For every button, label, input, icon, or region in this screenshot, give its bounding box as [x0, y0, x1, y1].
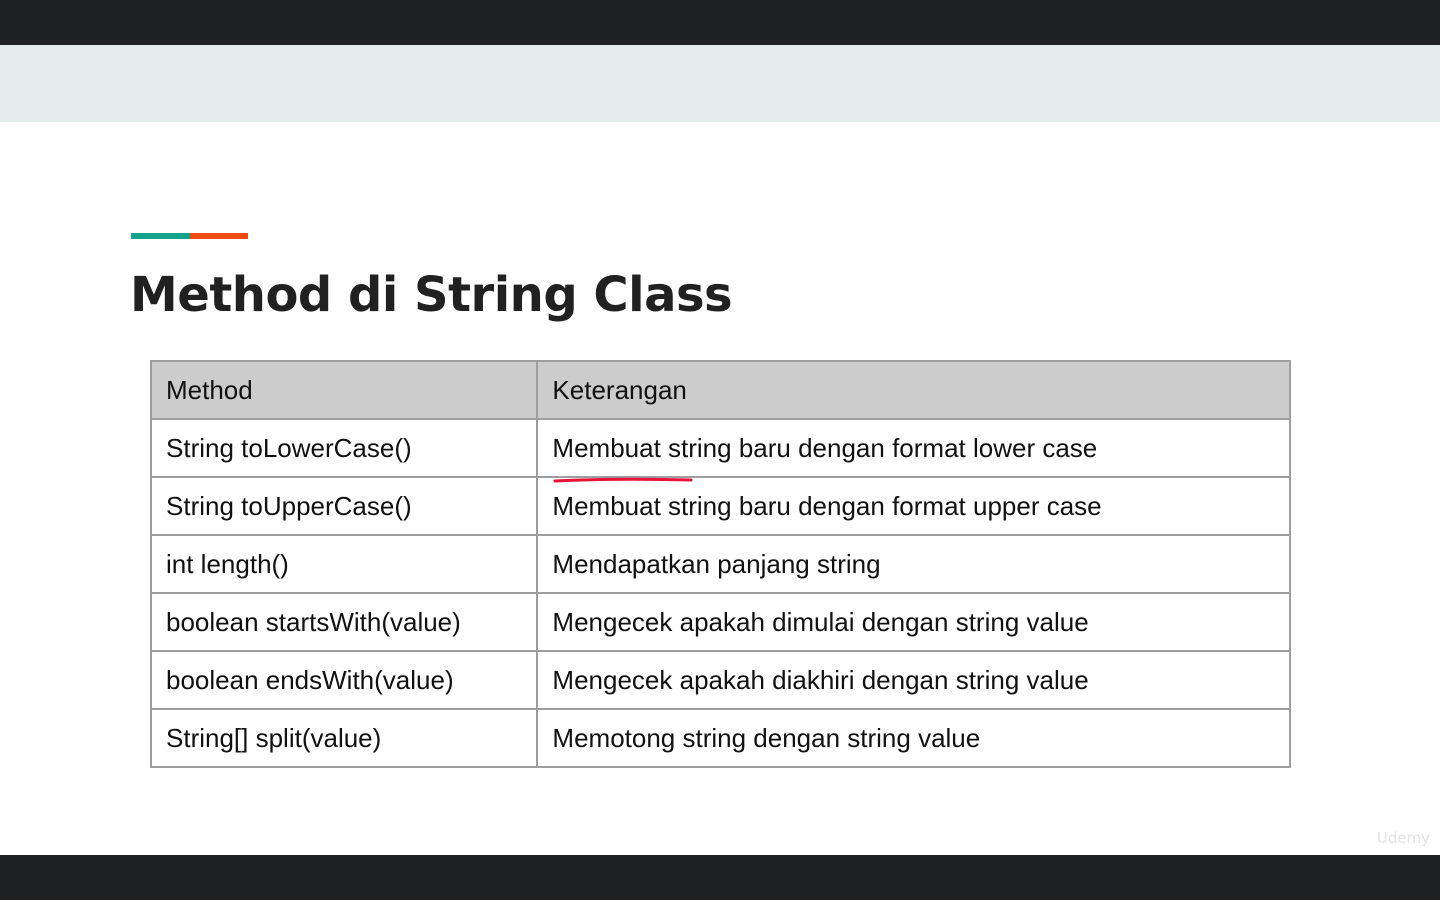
- header-keterangan: Keterangan: [536, 360, 1291, 420]
- method-cell: String toLowerCase(): [149, 418, 539, 478]
- description-cell: Membuat string baru dengan format lower …: [536, 418, 1291, 478]
- udemy-watermark-logo: Udemy: [1376, 829, 1430, 847]
- description-cell: Mendapatkan panjang string: [536, 534, 1291, 594]
- method-cell: boolean startsWith(value): [149, 592, 539, 652]
- header-method: Method: [149, 360, 539, 420]
- description-cell: Memotong string dengan string value: [536, 708, 1291, 768]
- methods-table: Method Keterangan String toLowerCase() M…: [149, 360, 1291, 768]
- table-row: String[] split(value) Memotong string de…: [149, 708, 1291, 768]
- method-cell: int length(): [149, 534, 539, 594]
- table-row: boolean startsWith(value) Mengecek apaka…: [149, 592, 1291, 652]
- table-row: boolean endsWith(value) Mengecek apakah …: [149, 650, 1291, 710]
- video-bottom-letterbox: [0, 855, 1440, 900]
- table-header-row: Method Keterangan: [149, 360, 1291, 420]
- method-cell: String toUpperCase(): [149, 476, 539, 536]
- description-cell: Mengecek apakah dimulai dengan string va…: [536, 592, 1291, 652]
- title-accent-teal: [131, 233, 190, 239]
- description-cell: Mengecek apakah diakhiri dengan string v…: [536, 650, 1291, 710]
- method-cell: boolean endsWith(value): [149, 650, 539, 710]
- table-row: int length() Mendapatkan panjang string: [149, 534, 1291, 594]
- title-accent-orange: [190, 233, 248, 239]
- method-cell: String[] split(value): [149, 708, 539, 768]
- video-top-letterbox: [0, 0, 1440, 45]
- table-row: String toLowerCase() Membuat string baru…: [149, 418, 1291, 478]
- slide-title: Method di String Class: [130, 267, 733, 323]
- presentation-slide: Method di String Class Method Keterangan…: [0, 45, 1440, 855]
- table-row: String toUpperCase() Membuat string baru…: [149, 476, 1291, 536]
- slide-header-band: [0, 45, 1440, 122]
- description-cell: Membuat string baru dengan format upper …: [536, 476, 1291, 536]
